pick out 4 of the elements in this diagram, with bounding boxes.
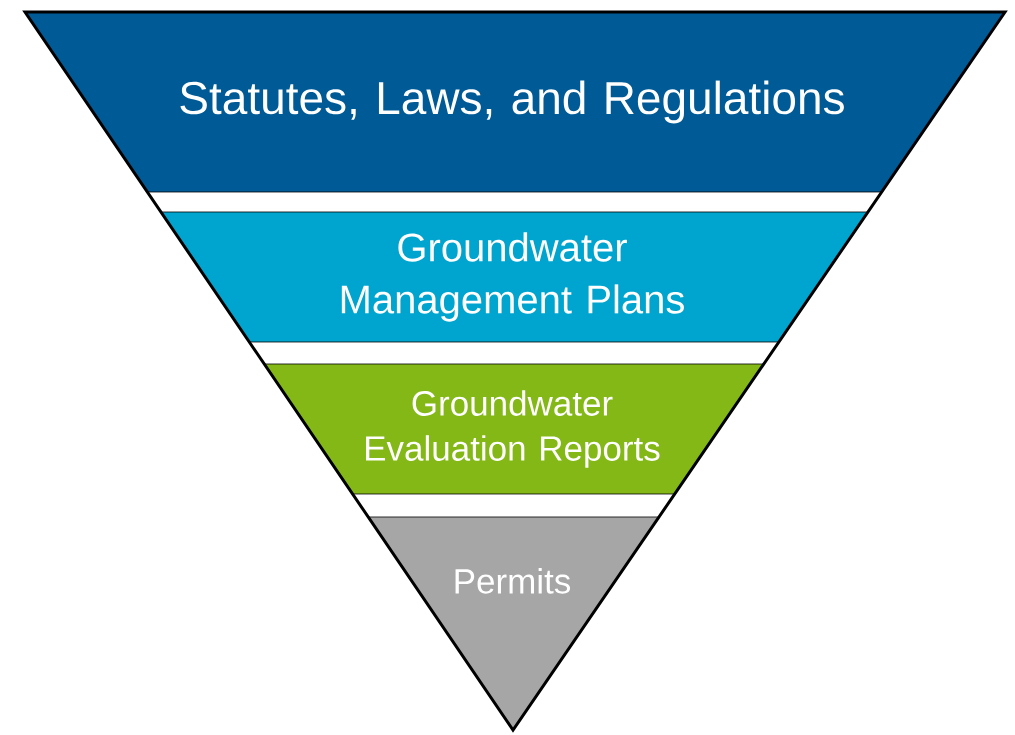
- band: Permits: [367, 516, 660, 731]
- band: Statutes, Laws, and Regulations: [24, 11, 1006, 193]
- band: Groundwater Evaluation Reports: [263, 363, 765, 495]
- band: Groundwater Management Plans: [160, 211, 869, 343]
